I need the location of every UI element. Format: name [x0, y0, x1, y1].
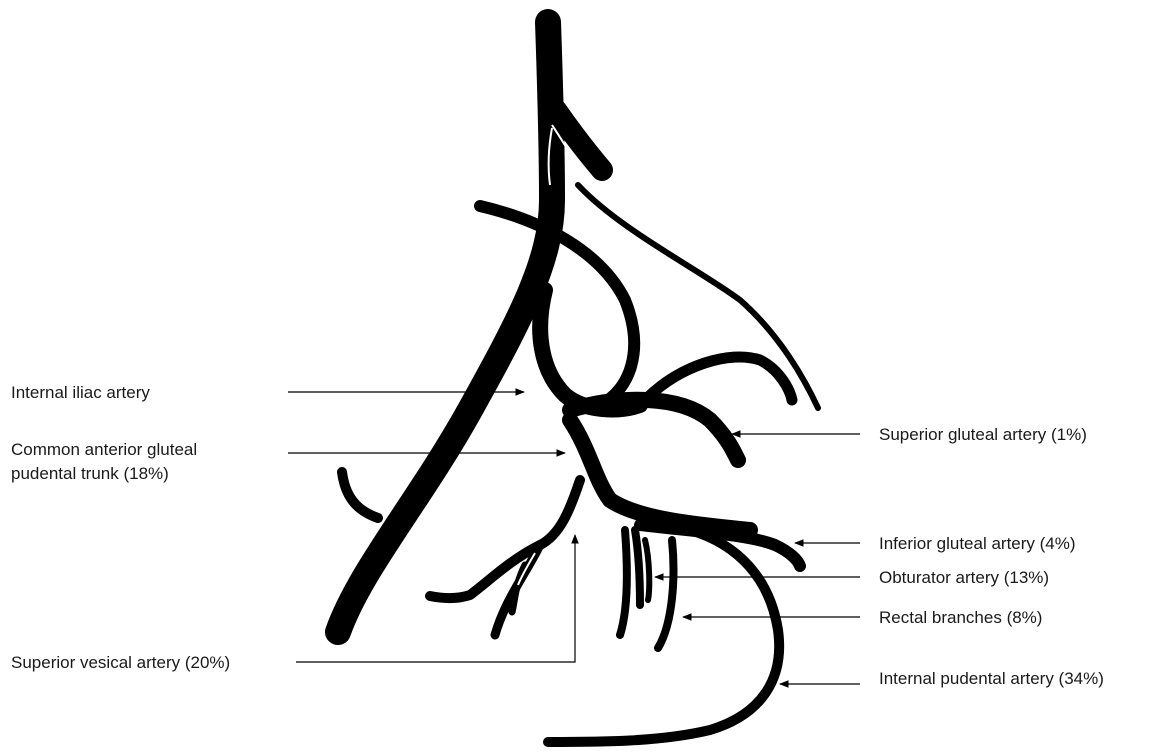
label-superior-vesical: Superior vesical artery (20%)	[11, 651, 230, 675]
superior-vesical-branch-2	[512, 565, 525, 612]
rectal-vessel-1	[620, 530, 627, 635]
label-common-trunk-line1: Common anterior gluteal	[11, 438, 197, 462]
main-trunk-vessel	[338, 22, 552, 632]
label-obturator: Obturator artery (13%)	[879, 566, 1049, 590]
obturator-vessel	[635, 530, 640, 605]
label-rectal: Rectal branches (8%)	[879, 606, 1042, 630]
superior-vesical-vessel	[430, 480, 580, 598]
label-superior-gluteal: Superior gluteal artery (1%)	[879, 423, 1087, 447]
upper-arc-vessel	[645, 357, 792, 400]
label-internal-pudental: Internal pudental artery (34%)	[879, 667, 1104, 691]
label-common-trunk-line2: pudental trunk (18%)	[11, 462, 169, 486]
obturator-side-vessel	[645, 540, 649, 600]
left-small-branch-vessel	[342, 472, 378, 518]
label-inferior-gluteal: Inferior gluteal artery (4%)	[879, 532, 1076, 556]
rectal-vessel-2	[658, 540, 673, 648]
superior-gluteal-vessel	[570, 400, 738, 460]
label-internal-iliac: Internal iliac artery	[11, 381, 150, 405]
